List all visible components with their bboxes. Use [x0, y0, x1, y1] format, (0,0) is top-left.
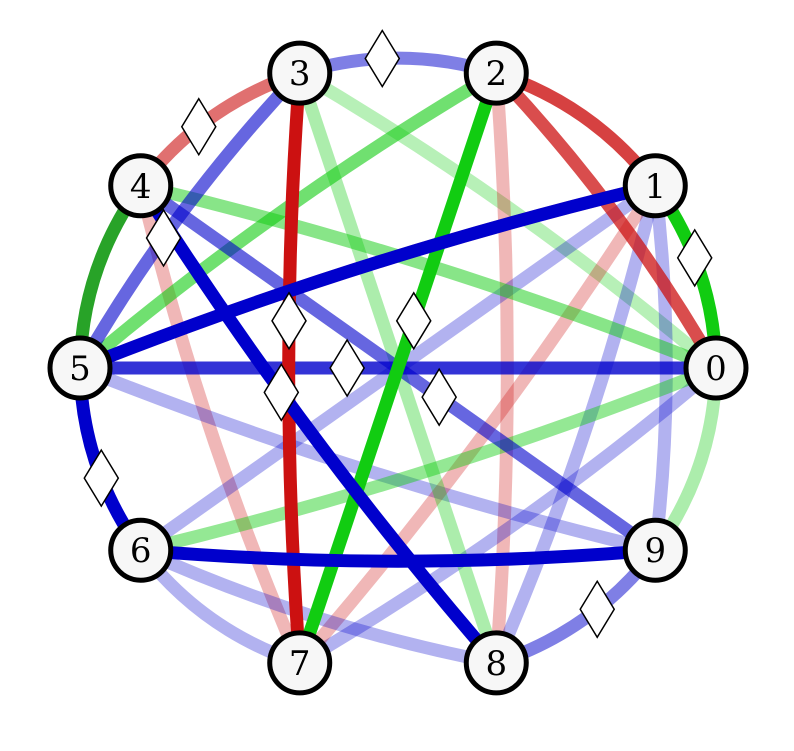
node-4: 4: [108, 153, 174, 219]
node-3: 3: [267, 40, 333, 106]
edge-3-0: [296, 67, 721, 373]
edge-marker-9-8: [579, 579, 616, 639]
edge-7-0: [296, 363, 721, 669]
edge-marker-4-3: [180, 97, 217, 157]
node-1-circle: [622, 153, 688, 219]
node-3-label: 3: [289, 54, 311, 94]
node-4-label: 4: [130, 167, 152, 207]
node-7-circle: [267, 630, 333, 696]
edge-marker-4-8: [263, 362, 300, 422]
node-7-label: 7: [289, 644, 311, 684]
edge-marker-5-0: [329, 338, 365, 398]
node-0: 0: [683, 335, 749, 401]
edge-marker-9-4: [421, 367, 458, 427]
edge-marker-3-7: [271, 291, 307, 351]
node-8-label: 8: [485, 644, 507, 684]
edge-marker-6-5: [83, 448, 120, 508]
node-5-circle: [47, 335, 113, 401]
node-6-circle: [108, 517, 174, 583]
edge-2-5: [75, 67, 500, 373]
edge-4-8: [135, 182, 502, 668]
node-3-circle: [267, 40, 333, 106]
node-6: 6: [108, 517, 174, 583]
node-8-circle: [463, 630, 529, 696]
edge-marker-2-7: [395, 291, 432, 351]
node-1: 1: [622, 153, 688, 219]
node-5-label: 5: [69, 349, 91, 389]
node-2-label: 2: [485, 54, 507, 94]
node-9-label: 9: [644, 531, 666, 571]
edge-layer: [73, 51, 723, 670]
node-0-circle: [683, 335, 749, 401]
edge-marker-5-3: [145, 208, 182, 268]
marker-layer: [83, 29, 713, 639]
edge-6-9: [140, 543, 656, 568]
edge-3-7: [282, 72, 307, 664]
node-2-circle: [463, 40, 529, 106]
edge-2-0: [491, 68, 722, 372]
node-9: 9: [622, 517, 688, 583]
edge-5-1: [77, 179, 657, 375]
edge-marker-1-0: [676, 228, 713, 288]
node-7: 7: [267, 630, 333, 696]
node-9-circle: [622, 517, 688, 583]
node-4-circle: [108, 153, 174, 219]
node-2: 2: [463, 40, 529, 106]
node-1-label: 1: [644, 167, 666, 207]
node-5: 5: [47, 335, 113, 401]
node-6-label: 6: [130, 531, 152, 571]
node-layer: 0 1 2 3 4 5 6 7 8 9: [47, 40, 749, 696]
edge-2-7: [293, 71, 503, 665]
edge-marker-3-2: [364, 29, 401, 88]
node-8: 8: [463, 630, 529, 696]
edge-6-0: [139, 361, 719, 557]
node-0-label: 0: [705, 349, 727, 389]
